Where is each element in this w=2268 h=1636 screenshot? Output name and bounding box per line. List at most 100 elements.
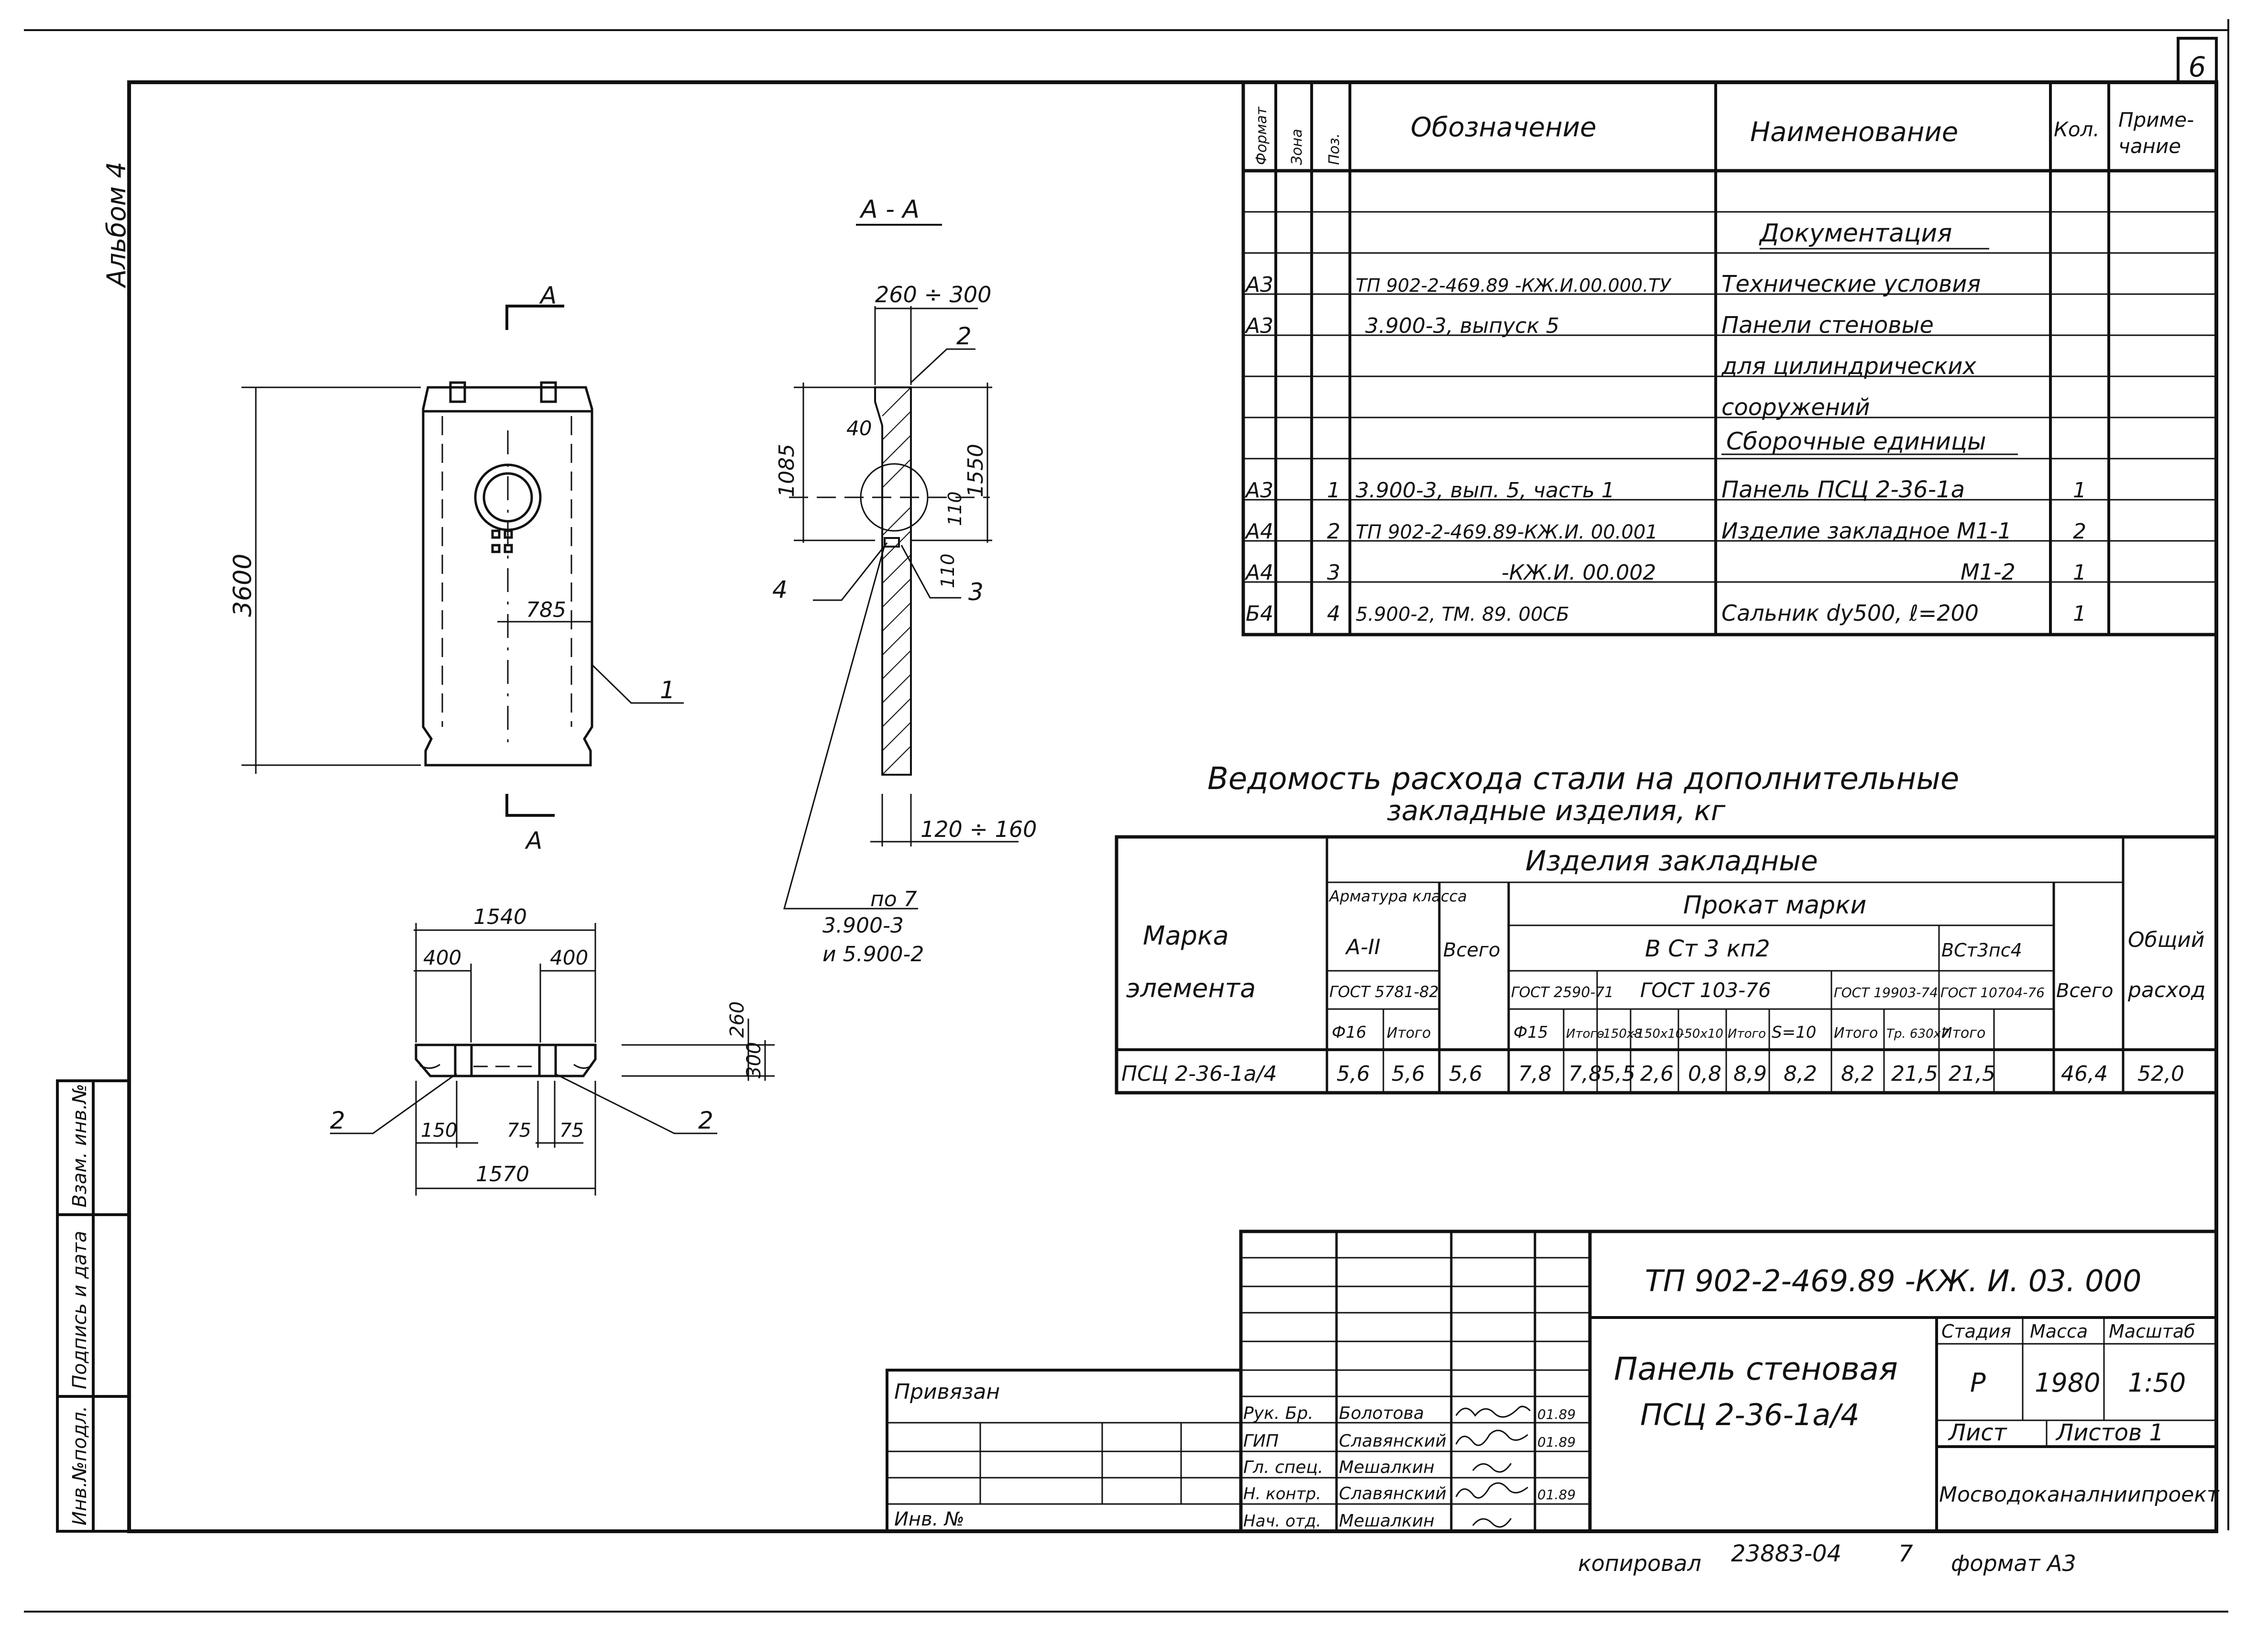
spec-row-7-qty: 1 — [2073, 478, 2086, 503]
staff-2-date: 01.89 — [1537, 1434, 1576, 1450]
steel-h-gost-d: ГОСТ 10704-76 — [1940, 985, 2045, 1000]
spec-row-2-des: ТП 902-2-469.89 -КЖ.И.00.000.ТУ — [1356, 275, 1672, 296]
steel-row-v14: 46,4 — [2061, 1062, 2108, 1086]
titleblock-linked: Привязан — [894, 1380, 1000, 1404]
staff-4-role: Н. контр. — [1243, 1484, 1321, 1504]
staff-4-name: Славянский — [1339, 1484, 1446, 1504]
dim-300: 300 — [743, 1042, 765, 1078]
spec-row-1-name: Документация — [1759, 219, 1952, 248]
spec-h-format: Формат — [1253, 106, 1270, 165]
spec-row-10-des: 5.900-2, ТМ. 89. 00СБ — [1356, 604, 1569, 626]
dim-3600: 3600 — [229, 554, 257, 617]
steel-row-v13: 21,5 — [1949, 1062, 1995, 1086]
staff-5-name: Мешалкин — [1339, 1511, 1435, 1531]
spec-row-9-pos: 3 — [1327, 560, 1340, 585]
dim-260: 260 — [726, 1001, 748, 1038]
spec-row-3-des: 3.900-3, выпуск 5 — [1365, 314, 1559, 338]
steel-h-element-1: Марка — [1143, 921, 1229, 951]
spec-row-2-name: Технические условия — [1721, 271, 1981, 297]
steel-row-v3: 5,6 — [1449, 1062, 1482, 1086]
steel-h-gost-a: ГОСТ 2590-71 — [1511, 984, 1613, 1001]
spec-h-note-1: Приме- — [2118, 108, 2194, 132]
dim-785: 785 — [526, 598, 566, 622]
steel-sub-itogo-4: Итого — [1834, 1025, 1878, 1042]
steel-row-v2: 5,6 — [1391, 1062, 1425, 1086]
steel-row-element: ПСЦ 2-36-1а/4 — [1121, 1062, 1277, 1086]
staff-5-role: Нач. отд. — [1243, 1512, 1321, 1531]
panel-elevation — [241, 305, 684, 817]
dim-40: 40 — [846, 417, 872, 440]
spec-row-7-fmt: А3 — [1244, 478, 1273, 503]
steel-title-1: Ведомость расхода стали на дополнительны… — [1207, 761, 1959, 797]
dim-120-160: 120 ÷ 160 — [920, 816, 1037, 842]
steel-row-v5: 7,8 — [1568, 1062, 1602, 1086]
spec-row-7-des: 3.900-3, вып. 5, часть 1 — [1356, 478, 1615, 503]
staff-2-role: ГИП — [1243, 1431, 1279, 1451]
steel-headers: Марка элемента Изделия закладные Арматур… — [1126, 845, 2205, 1042]
steel-h-rolled: Прокат марки — [1683, 891, 1866, 920]
signatures — [1455, 1405, 1531, 1528]
spec-row-8-des: ТП 902-2-469.89-КЖ.И. 00.001 — [1356, 521, 1658, 543]
side-replace-inv: Взам. инв.№ — [69, 1084, 91, 1208]
steel-h-grade-1: В Ст 3 кп2 — [1645, 935, 1770, 962]
steel-row-v6: 5,5 — [1602, 1062, 1635, 1086]
titleblock-name-1: Панель стеновая — [1614, 1351, 1898, 1387]
spec-row-7-name: Панель ПСЦ 2-36-1а — [1721, 476, 1965, 503]
steel-sub-itogo-3: Итого — [1728, 1027, 1766, 1041]
steel-row-v4: 7,8 — [1518, 1062, 1552, 1086]
steel-sub-itogo-2: Итого — [1566, 1027, 1604, 1041]
steel-row-v7: 2,6 — [1640, 1062, 1674, 1086]
steel-row-v1: 5,6 — [1337, 1062, 1370, 1086]
steel-h-gost-c: ГОСТ 19903-74 — [1834, 985, 1938, 1000]
dim-150: 150 — [421, 1120, 457, 1142]
dim-75a: 75 — [507, 1120, 531, 1142]
side-signature-date: Подпись и дата — [69, 1231, 91, 1389]
spec-rows: Документация А3 ТП 902-2-469.89 -КЖ.И.00… — [1244, 219, 2086, 626]
spec-row-3-fmt: А3 — [1244, 314, 1273, 338]
section-title: А - А — [859, 195, 920, 224]
spec-h-name: Наименование — [1750, 117, 1958, 148]
spec-row-10-name: Сальник dу500, ℓ=200 — [1721, 600, 1979, 626]
callout-4: 4 — [772, 576, 788, 604]
spec-row-10-fmt: Б4 — [1246, 602, 1273, 626]
spec-row-8-qty: 2 — [2073, 519, 2086, 544]
dim-1085: 1085 — [775, 444, 799, 497]
steel-row-v11: 8,2 — [1841, 1062, 1874, 1086]
callout-1: 1 — [660, 676, 675, 704]
spec-row-8-pos: 2 — [1327, 519, 1340, 544]
note-line-3: и 5.900-2 — [822, 942, 924, 966]
titleblock-h-mass: Масса — [2030, 1321, 2088, 1342]
titleblock-h-scale: Масштаб — [2109, 1321, 2195, 1342]
callout-2-section: 2 — [956, 322, 972, 350]
staff-2-name: Славянский — [1339, 1431, 1446, 1451]
steel-sub-f15: Ф15 — [1513, 1023, 1548, 1042]
steel-title-2: закладные изделия, кг — [1387, 794, 1726, 827]
steel-sub-50x10: -50х10 — [1680, 1027, 1723, 1041]
spec-row-9-des: -КЖ.И. 00.002 — [1501, 560, 1656, 585]
spec-table-grid — [1241, 80, 2218, 637]
titleblock-inv: Инв. № — [894, 1508, 964, 1530]
titleblock-stage: Р — [1970, 1368, 1986, 1398]
callout-2-left: 2 — [330, 1107, 345, 1134]
dim-110b: 110 — [937, 553, 958, 588]
spec-h-qty: Кол. — [2054, 118, 2100, 141]
footer-page: 7 — [1898, 1540, 1913, 1567]
titleblock-sheet: Лист — [1948, 1419, 2008, 1446]
steel-h-overall-2: расход — [2127, 978, 2205, 1002]
steel-row: ПСЦ 2-36-1а/4 5,6 5,6 5,6 7,8 7,8 5,5 2,… — [1121, 1062, 2184, 1086]
dim-400b: 400 — [550, 946, 588, 969]
steel-h-element-2: элемента — [1126, 973, 1256, 1003]
steel-sub-f16: Ф16 — [1332, 1023, 1367, 1042]
steel-sub-itogo-1: Итого — [1387, 1025, 1431, 1042]
callout-3: 3 — [968, 578, 984, 606]
staff-1-date: 01.89 — [1537, 1406, 1576, 1422]
steel-h-total: Всего — [1443, 939, 1501, 961]
spec-row-10-pos: 4 — [1327, 602, 1340, 626]
panel-plan — [330, 923, 775, 1196]
steel-h-grade-2: ВСт3пс4 — [1941, 940, 2022, 961]
spec-row-6-name: Сборочные единицы — [1726, 428, 1986, 455]
dim-260-300: 260 ÷ 300 — [875, 282, 991, 307]
titleblock-staff: Рук. Бр. Болотова 01.89 ГИП Славянский 0… — [1243, 1404, 1576, 1531]
titleblock-code: ТП 902-2-469.89 -КЖ. И. 03. 000 — [1645, 1263, 2141, 1298]
staff-3-name: Мешалкин — [1339, 1458, 1435, 1477]
